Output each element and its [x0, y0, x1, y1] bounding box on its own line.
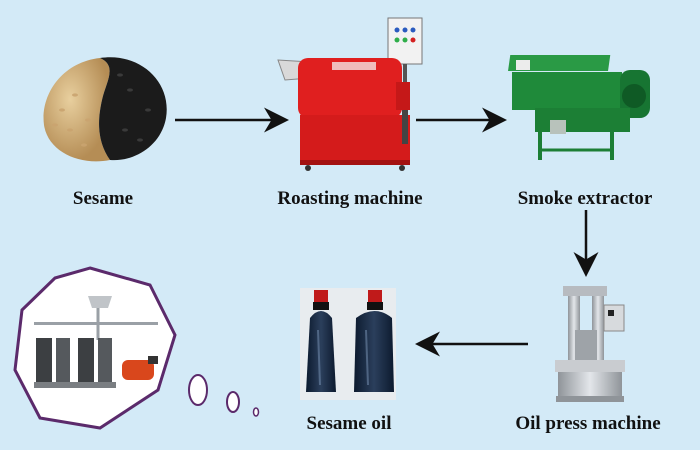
label-sesame: Sesame — [72, 188, 134, 209]
oil-press-machine-image — [555, 286, 625, 402]
label-oil-press-machine: Oil press machine — [515, 413, 661, 434]
label-roasting-machine: Roasting machine — [277, 188, 423, 209]
sesame-oil-image — [300, 288, 396, 400]
bubble-dot-medium — [226, 391, 240, 413]
bubble-dot-small — [252, 407, 260, 417]
label-smoke-extractor: Smoke extractor — [517, 188, 653, 209]
smoke-extractor-image — [508, 55, 650, 160]
production-line-illustration — [34, 296, 158, 388]
roasting-machine-image — [277, 17, 423, 171]
label-sesame-oil: Sesame oil — [306, 413, 392, 434]
production-line-bubble — [13, 266, 260, 430]
sesame-seeds-image — [43, 57, 167, 162]
bubble-dot-large — [188, 374, 208, 406]
